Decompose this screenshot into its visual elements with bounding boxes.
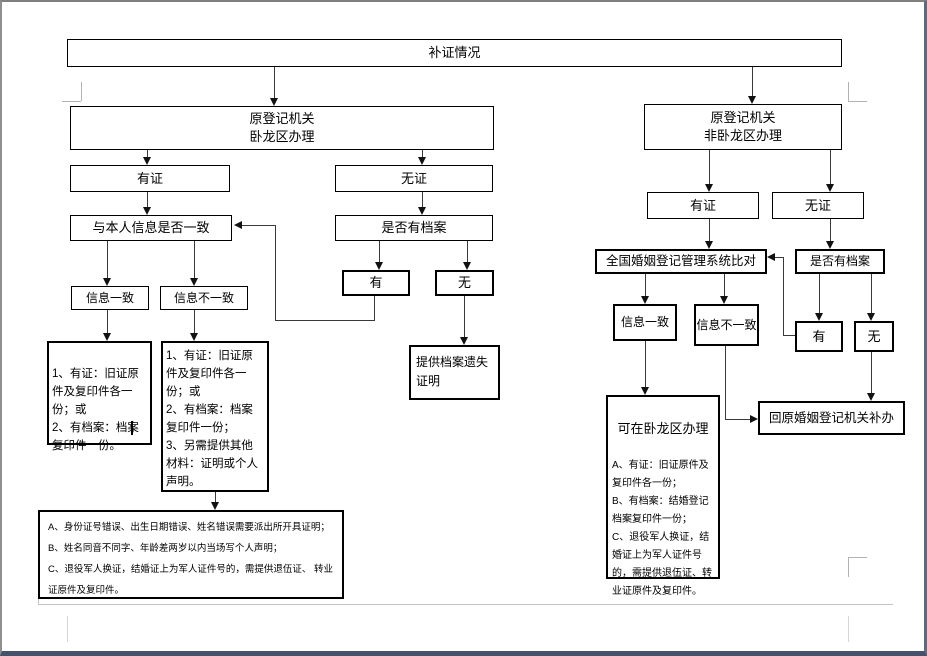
arrowhead-down: [103, 333, 111, 341]
connector-line: [830, 150, 831, 186]
node-mid-archive-yes[interactable]: 有: [342, 270, 410, 296]
node-right-archive-yes[interactable]: 有: [795, 321, 843, 352]
node-left-no-cert[interactable]: 无证: [335, 165, 493, 192]
arrowhead-down: [705, 241, 713, 249]
connector-line: [830, 219, 831, 242]
arrowhead-down: [143, 157, 151, 165]
connector-line: [725, 419, 751, 420]
feedback-line: [275, 320, 375, 321]
connector-line: [709, 150, 710, 186]
text-boundary-mark: [848, 557, 867, 558]
connector-line: [274, 67, 275, 99]
arrowhead-down: [418, 207, 426, 215]
arrowhead-down: [418, 157, 426, 165]
connector-line: [215, 492, 216, 503]
node-left-info-match[interactable]: 信息一致: [71, 286, 149, 310]
node-left-mismatch-requirements[interactable]: 1、有证：旧证原 件及复印件各一 份；或 2、有档案：档案 复印件一份； 3、另…: [161, 341, 269, 492]
arrowhead-down: [375, 262, 383, 270]
connector-line: [724, 274, 725, 297]
arrowhead-right: [750, 415, 758, 423]
arrowhead-down: [748, 96, 756, 104]
node-left-archive-question[interactable]: 是否有档案: [335, 215, 493, 241]
text-boundary-mark: [848, 557, 849, 577]
arrowhead-down: [867, 313, 875, 321]
connector-line: [752, 67, 753, 97]
arrowhead-down: [826, 241, 834, 249]
arrowhead-down: [143, 207, 151, 215]
arrowhead-down: [720, 296, 728, 304]
arrowhead-down: [190, 278, 198, 286]
arrowhead-down: [270, 98, 278, 106]
connector-line: [194, 310, 195, 335]
feedback-line: [783, 335, 795, 336]
arrowhead-down: [460, 337, 468, 345]
connector-line: [464, 296, 465, 338]
arrowhead-down: [826, 184, 834, 192]
node-left-has-cert[interactable]: 有证: [70, 165, 230, 192]
node-archive-lost-proof[interactable]: 提供档案遗失 证明: [409, 345, 500, 400]
connector-line: [194, 241, 195, 280]
feedback-line: [374, 296, 375, 320]
text-boundary-mark: [848, 82, 849, 101]
node-system-check[interactable]: 全国婚姻登记管理系统比对: [595, 249, 767, 274]
feedback-line: [783, 257, 784, 336]
connector-line: [467, 241, 468, 264]
connector-line: [147, 150, 148, 159]
node-left-identity-question[interactable]: 与本人信息是否一致: [70, 215, 232, 241]
text-boundary-mark: [67, 616, 68, 642]
text-boundary-line: [38, 604, 893, 605]
text-boundary-mark: [38, 599, 39, 604]
connector-line: [645, 341, 646, 388]
node-notes[interactable]: A、身份证号错误、出生日期错误、姓名错误需要派出所开具证明； B、姓名同音不同字…: [38, 510, 344, 599]
text-boundary-mark: [81, 82, 82, 101]
connector-line: [107, 310, 108, 335]
node-right-archive-no[interactable]: 无: [854, 321, 894, 352]
arrowhead-down: [211, 502, 219, 510]
arrowhead-down: [190, 333, 198, 341]
text-boundary-mark: [848, 616, 849, 642]
connector-line: [379, 241, 380, 264]
node-local-processing[interactable]: 可在卧龙区办理 A、有证：旧证原件及 复印件各一份； B、有档案：结婚登记 档案…: [606, 395, 720, 597]
text-boundary-mark: [62, 101, 81, 102]
arrowhead-left: [234, 221, 242, 229]
connector-line: [871, 352, 872, 394]
node-right-has-cert[interactable]: 有证: [647, 192, 759, 219]
arrowhead-down: [641, 387, 649, 395]
connector-line: [645, 274, 646, 297]
node-left-root[interactable]: 原登记机关 卧龙区办理: [70, 106, 494, 150]
arrowhead-down: [867, 393, 875, 401]
connector-line: [422, 192, 423, 209]
node-right-info-mismatch[interactable]: 信息不一致: [694, 304, 759, 346]
arrowhead-down: [641, 296, 649, 304]
node-left-info-mismatch[interactable]: 信息不一致: [160, 286, 248, 310]
node-mid-archive-no[interactable]: 无: [435, 270, 494, 296]
text-boundary-mark: [848, 101, 867, 102]
local-processing-title: 可在卧龙区办理: [617, 421, 709, 436]
node-right-info-match[interactable]: 信息一致: [613, 304, 677, 341]
node-right-archive-question[interactable]: 是否有档案: [795, 249, 885, 274]
node-right-root[interactable]: 原登记机关 非卧龙区办理: [644, 104, 842, 150]
arrowhead-down: [705, 184, 713, 192]
connector-line: [107, 241, 108, 280]
connector-line: [871, 274, 872, 314]
connector-line: [709, 219, 710, 242]
feedback-line: [242, 225, 276, 226]
connector-line: [819, 274, 820, 314]
text-cursor: [131, 421, 133, 435]
node-left-match-requirements[interactable]: 1、有证：旧证原 件及复印件各一 份；或 2、有档案：档案 复印件一份。: [47, 341, 152, 452]
node-return-to-origin[interactable]: 回原婚姻登记机关补办: [758, 401, 905, 435]
arrowhead-left: [767, 253, 775, 261]
connector-line: [422, 150, 423, 159]
connector-line: [147, 192, 148, 209]
feedback-line: [275, 225, 276, 321]
arrowhead-down: [103, 278, 111, 286]
connector-line: [725, 346, 726, 420]
arrowhead-down: [463, 262, 471, 270]
feedback-line: [775, 257, 784, 258]
local-processing-body: A、有证：旧证原件及 复印件各一份； B、有档案：结婚登记 档案复印件一份； C…: [612, 460, 712, 597]
node-right-no-cert[interactable]: 无证: [772, 192, 864, 219]
arrowhead-down: [815, 313, 823, 321]
match-requirements-text: 1、有证：旧证原 件及复印件各一 份；或 2、有档案：档案 复印件一份。: [52, 368, 139, 452]
node-title[interactable]: 补证情况: [67, 39, 842, 67]
